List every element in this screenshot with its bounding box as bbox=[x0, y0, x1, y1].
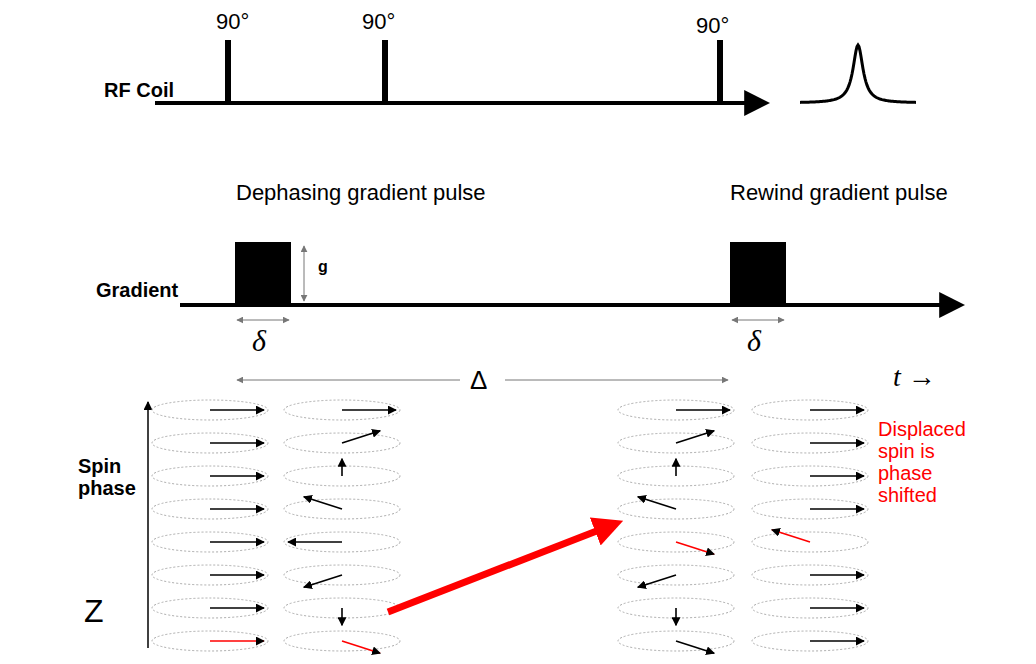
spin-vector bbox=[675, 459, 677, 476]
rf-pulse bbox=[717, 40, 723, 103]
gradient-pulse bbox=[235, 242, 291, 305]
interval-label: Δ bbox=[470, 366, 487, 395]
precession-ellipse bbox=[284, 532, 400, 552]
spin-vector bbox=[638, 497, 676, 509]
z-axis bbox=[147, 402, 149, 648]
time-axis-label: t → bbox=[893, 362, 936, 393]
displacement-arrow bbox=[388, 525, 612, 612]
spin-vector bbox=[210, 574, 264, 576]
displaced-spin-vector bbox=[210, 640, 264, 642]
gradient-note: Rewind gradient pulse bbox=[730, 181, 980, 205]
precession-ellipse bbox=[752, 631, 868, 651]
flip-angle: 90° bbox=[696, 14, 729, 38]
spin-columns bbox=[152, 400, 868, 653]
rf-pulse bbox=[225, 40, 231, 103]
precession-ellipse bbox=[152, 400, 268, 420]
displaced-spin-vector bbox=[772, 530, 810, 542]
precession-ellipse bbox=[152, 565, 268, 585]
spin-vector bbox=[341, 459, 343, 476]
spin-vector bbox=[342, 431, 380, 443]
precession-ellipse bbox=[752, 466, 868, 486]
precession-ellipse bbox=[284, 400, 400, 420]
precession-ellipse bbox=[152, 532, 268, 552]
channel-label: RF Coil bbox=[104, 79, 174, 101]
rf-axis bbox=[155, 101, 765, 105]
precession-ellipse bbox=[752, 565, 868, 585]
precession-ellipse bbox=[152, 433, 268, 453]
spin-vector bbox=[210, 607, 264, 609]
axis-label: Z bbox=[84, 594, 104, 629]
precession-ellipse bbox=[152, 466, 268, 486]
duration-label: δ bbox=[747, 324, 761, 357]
spin-vector bbox=[341, 608, 343, 625]
amplitude-arrow bbox=[304, 246, 305, 301]
gradient-note: Dephasing gradient pulse bbox=[236, 181, 486, 205]
channel-label: Gradient bbox=[96, 279, 178, 301]
displaced-spin-vector bbox=[676, 542, 714, 554]
precession-ellipse bbox=[152, 499, 268, 519]
echo-signal bbox=[800, 45, 916, 102]
precession-ellipse bbox=[618, 400, 734, 420]
flip-angle: 90° bbox=[216, 10, 249, 34]
precession-ellipse bbox=[752, 598, 868, 618]
duration-label: δ bbox=[252, 324, 266, 357]
duration-arrow bbox=[237, 320, 289, 321]
flip-angle: 90° bbox=[362, 10, 395, 34]
spin-vector bbox=[676, 641, 714, 653]
gradient-pulse bbox=[730, 242, 786, 305]
precession-ellipse bbox=[152, 598, 268, 618]
spin-vector bbox=[810, 640, 864, 642]
spin-vector bbox=[210, 508, 264, 510]
spin-vector bbox=[676, 409, 730, 411]
annotation-note: Displaced spin is phase shifted bbox=[878, 418, 968, 506]
axis-label: Spin phase bbox=[78, 455, 138, 499]
gradient-axis bbox=[180, 303, 960, 307]
spin-vector bbox=[304, 497, 342, 509]
duration-arrow bbox=[732, 320, 784, 321]
interval-arrow bbox=[237, 380, 460, 381]
spin-vector bbox=[342, 409, 396, 411]
precession-ellipse bbox=[752, 499, 868, 519]
precession-ellipse bbox=[752, 400, 868, 420]
spin-vector bbox=[810, 574, 864, 576]
spin-vector bbox=[210, 409, 264, 411]
amplitude-label: g bbox=[318, 258, 328, 276]
spin-vector bbox=[210, 442, 264, 444]
interval-arrow bbox=[505, 380, 728, 381]
spin-vector bbox=[810, 508, 864, 510]
spin-vector bbox=[304, 575, 342, 587]
spin-vector bbox=[675, 608, 677, 625]
spin-vector bbox=[288, 541, 342, 543]
spin-vector bbox=[810, 475, 864, 477]
spin-vector bbox=[676, 431, 714, 443]
precession-ellipse bbox=[152, 631, 268, 651]
spin-vector bbox=[210, 475, 264, 477]
spin-vector bbox=[638, 575, 676, 587]
spin-vector bbox=[810, 409, 864, 411]
precession-ellipse bbox=[752, 433, 868, 453]
rf-pulse bbox=[382, 40, 388, 103]
spin-vector bbox=[210, 541, 264, 543]
spin-vector bbox=[810, 442, 864, 444]
spin-vector bbox=[810, 607, 864, 609]
displaced-spin-vector bbox=[342, 641, 380, 653]
